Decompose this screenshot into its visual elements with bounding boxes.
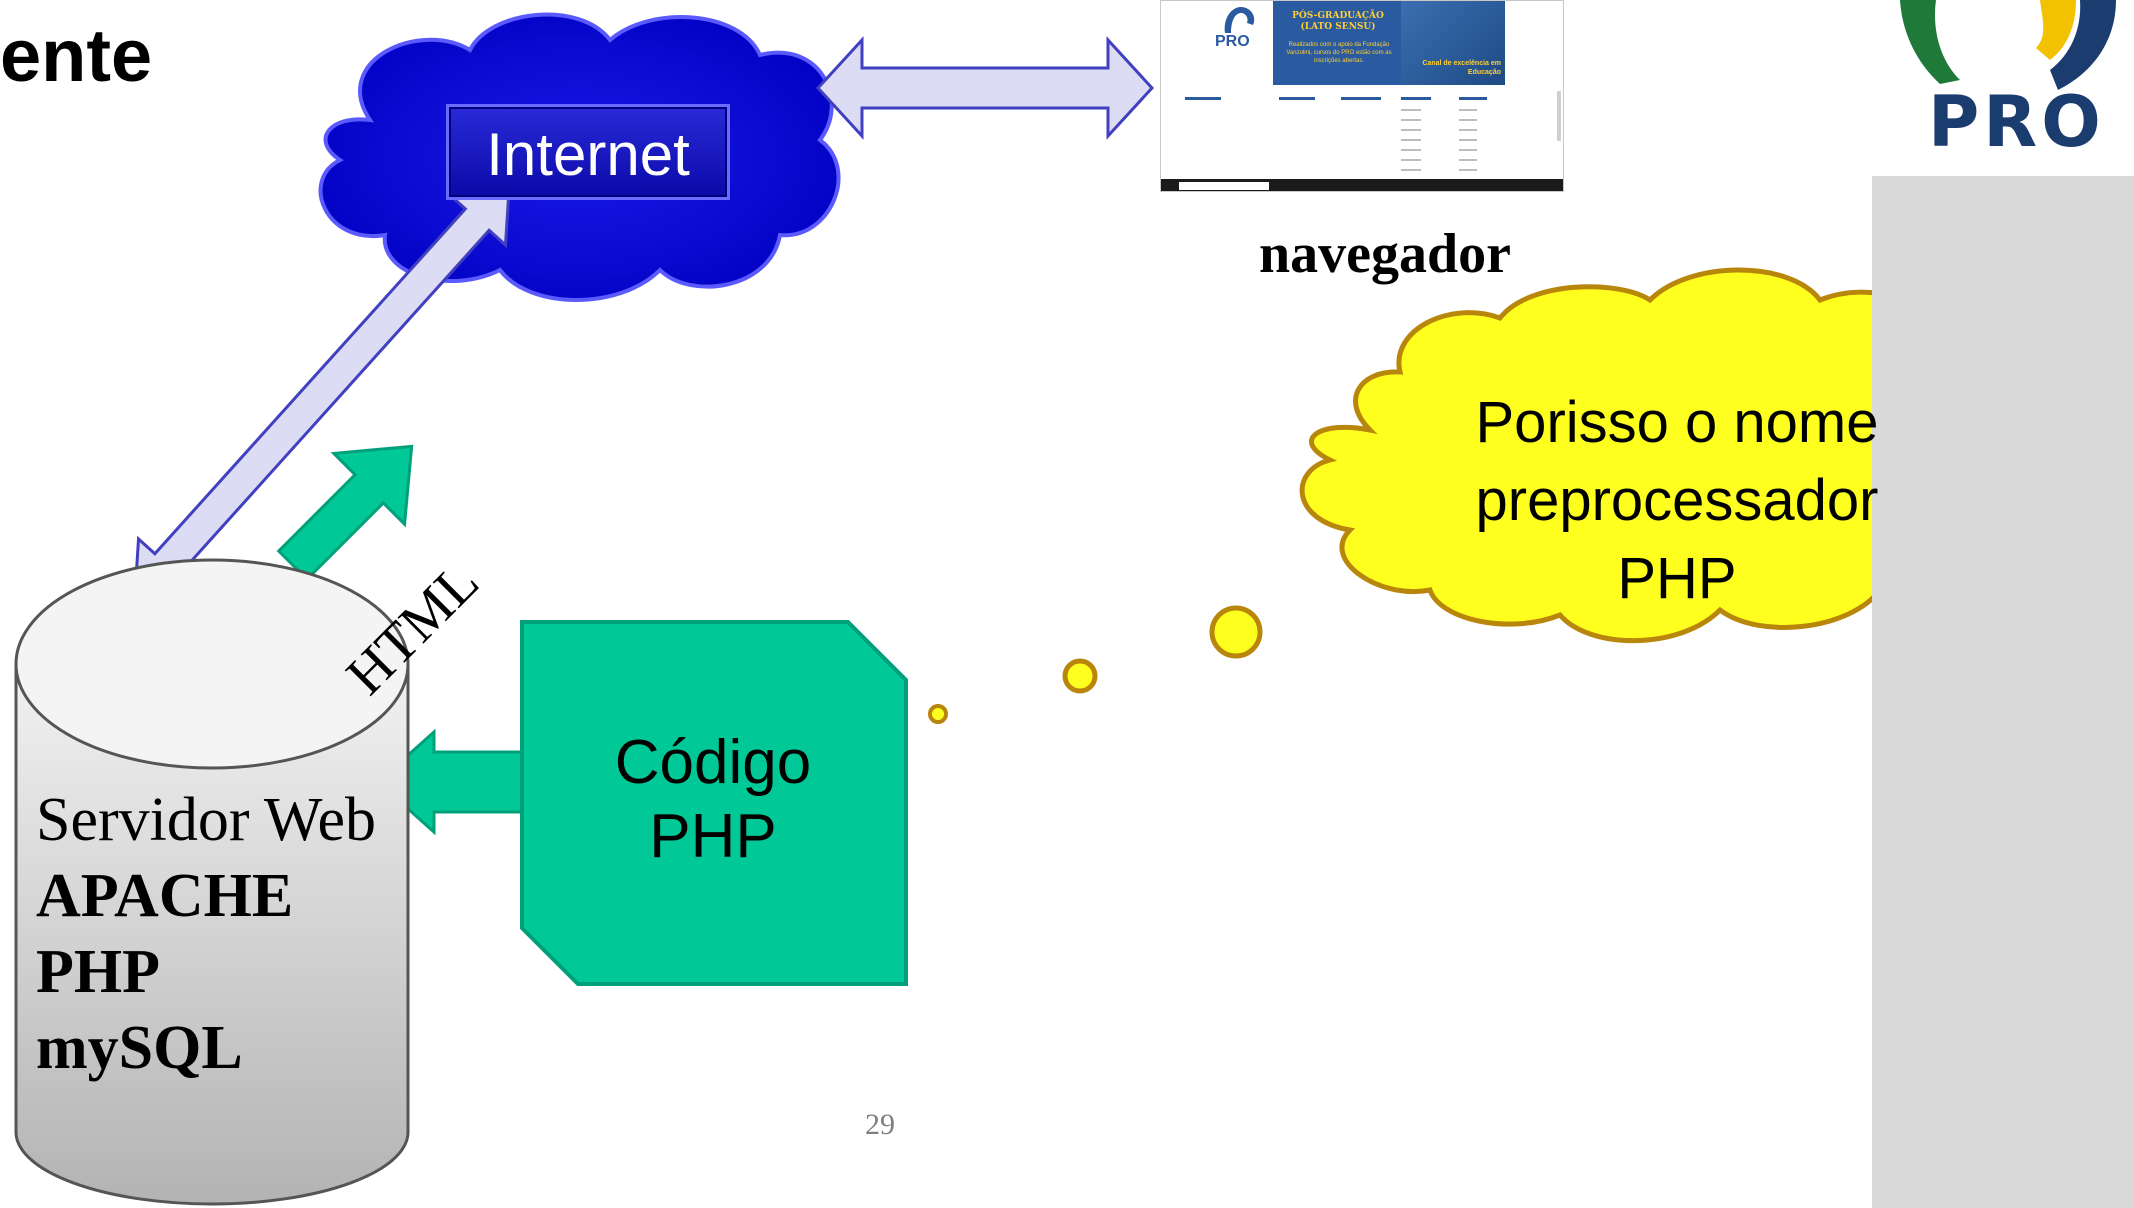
server-line-4: mySQL	[36, 1014, 243, 1082]
php-code-line-2: PHP	[649, 802, 777, 871]
browser-banner: PÓS-GRADUAÇÃO (LATO SENSU) Realizados co…	[1273, 1, 1505, 85]
side-panel	[1872, 176, 2134, 1208]
server-label: Servidor Web APACHE PHP mySQL	[36, 782, 406, 1086]
php-code-label: Código PHP	[520, 726, 906, 874]
banner-photo	[1401, 1, 1505, 85]
thought-line-1: Porisso o nome	[1475, 390, 1879, 455]
server-line-2: APACHE	[36, 862, 294, 930]
server-line-1: Servidor Web	[36, 786, 376, 854]
browser-caption: navegador	[1259, 223, 1511, 285]
php-code-box	[520, 620, 908, 986]
browser-logo-text: PRO	[1215, 33, 1250, 50]
banner-body: Realizados com o apoio da Fundação Vanzo…	[1286, 42, 1392, 64]
server-line-3: PHP	[36, 938, 160, 1006]
thought-line-3: PHP	[1617, 546, 1737, 611]
cloud-browser-double-arrow	[815, 36, 1155, 140]
logo-text: PRO	[1928, 81, 2105, 163]
server-cylinder	[14, 558, 410, 1206]
pro-logo-icon	[1900, 0, 2116, 90]
banner-tagline: Canal de excelência em Educação	[1422, 60, 1501, 76]
html-arrow	[276, 444, 414, 582]
browser-page-content	[1185, 91, 1561, 171]
browser-screenshot: PRO PÓS-GRADUAÇÃO (LATO SENSU) Realizado…	[1160, 0, 1564, 192]
browser-taskbar	[1161, 179, 1563, 191]
thought-bubble-text: Porisso o nome preprocessador PHP	[1420, 384, 1934, 618]
slide-title: ente	[0, 14, 153, 97]
page-number: 29	[865, 1108, 895, 1141]
php-code-line-1: Código	[614, 728, 812, 797]
banner-heading: PÓS-GRADUAÇÃO (LATO SENSU)	[1292, 11, 1384, 32]
browser-logo-icon	[1224, 7, 1255, 33]
internet-label: Internet	[446, 104, 730, 200]
taskbar-search	[1179, 182, 1269, 190]
thought-line-2: preprocessador	[1475, 468, 1879, 533]
